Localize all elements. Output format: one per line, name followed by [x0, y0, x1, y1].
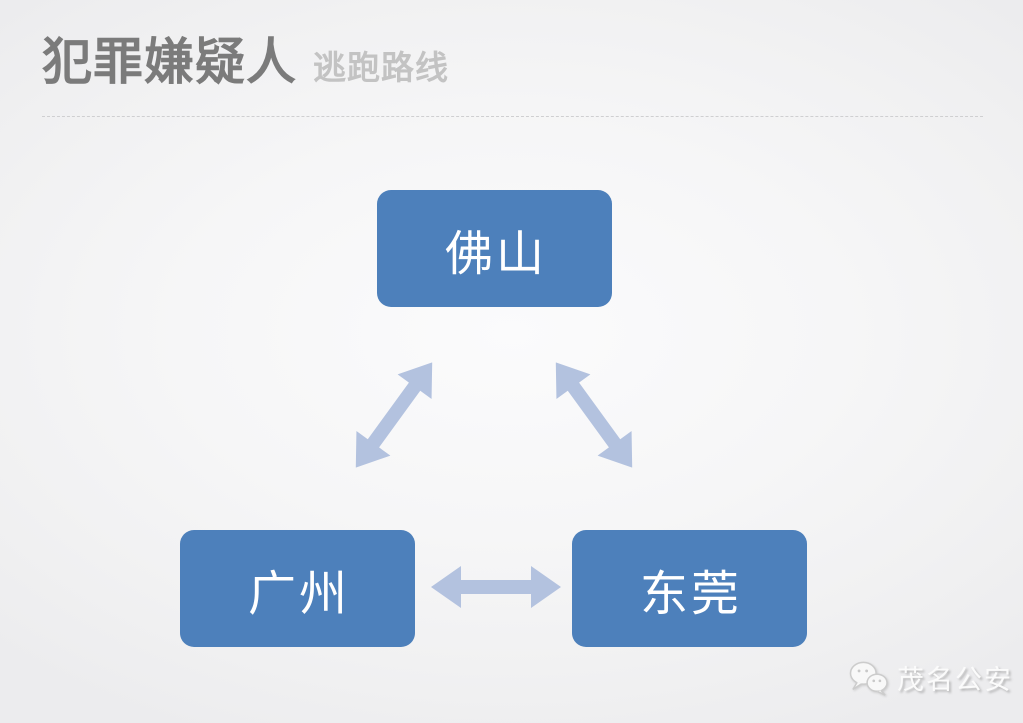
double-arrow-shape — [355, 362, 433, 468]
double-arrow-foshan-dongguan-icon — [555, 362, 633, 468]
page-subtitle: 逃跑路线 — [313, 49, 449, 86]
double-arrow-shape — [555, 362, 633, 468]
double-arrow-shape — [431, 566, 561, 608]
double-arrow-foshan-guangzhou-icon — [355, 362, 433, 468]
wechat-icon — [849, 661, 888, 696]
watermark: 茂名公安 — [848, 658, 1013, 697]
page-header: 犯罪嫌疑人 逃跑路线 — [42, 22, 449, 94]
node-dongguan: 东莞 — [572, 530, 807, 647]
node-guangzhou: 广州 — [180, 530, 415, 647]
watermark-text: 茂名公安 — [897, 665, 1013, 696]
title-divider — [42, 116, 983, 117]
page-title: 犯罪嫌疑人 — [42, 34, 297, 90]
node-foshan-label: 佛山 — [444, 227, 547, 281]
node-foshan: 佛山 — [377, 190, 612, 307]
double-arrow-guangzhou-dongguan-icon — [431, 566, 561, 608]
node-dongguan-label: 东莞 — [639, 567, 742, 621]
node-guangzhou-label: 广州 — [247, 567, 350, 621]
